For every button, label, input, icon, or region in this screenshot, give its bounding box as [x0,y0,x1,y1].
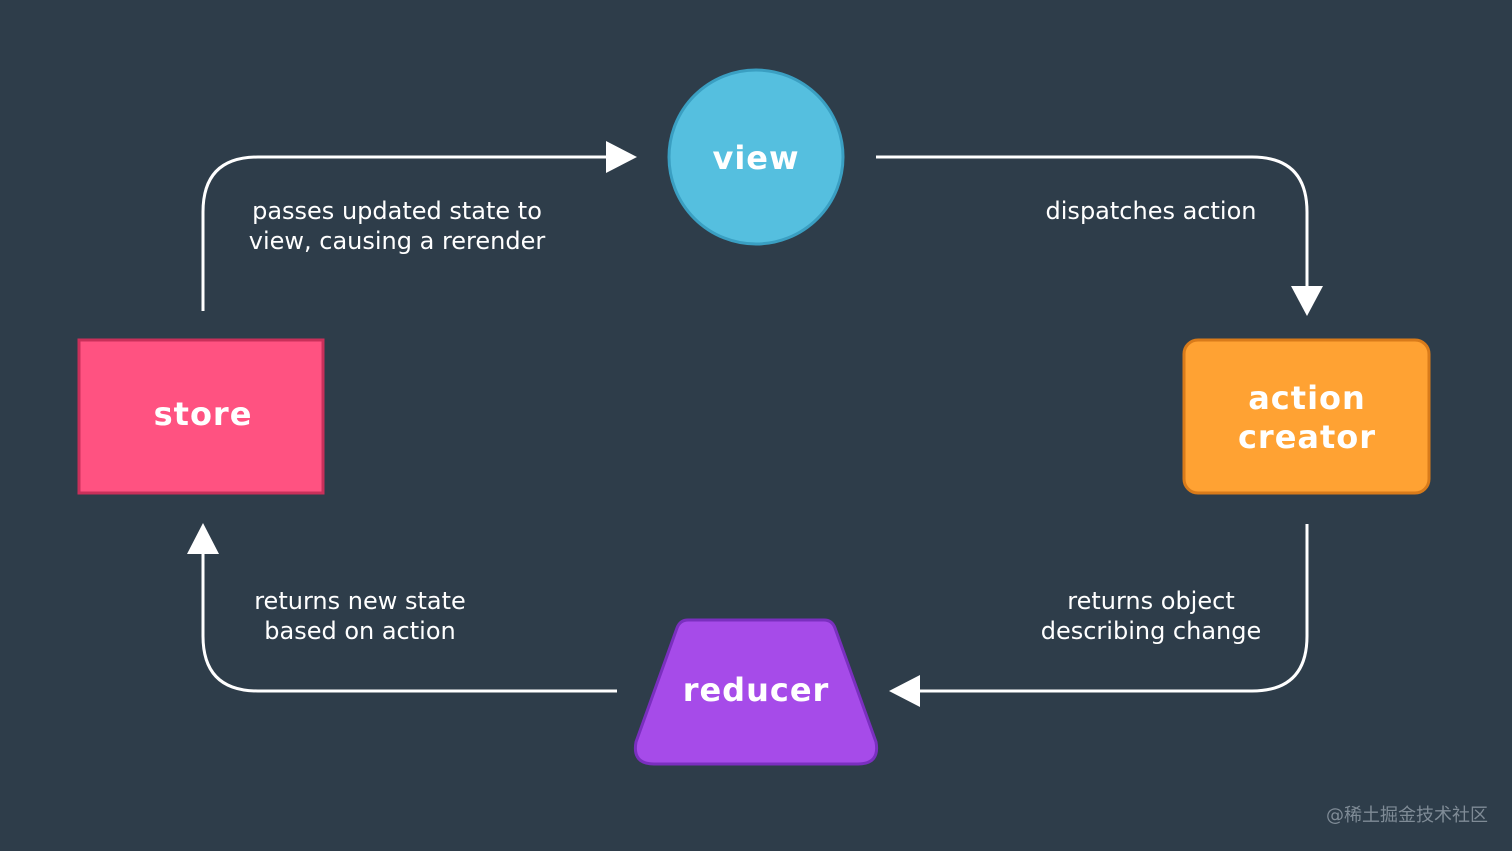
edge-label-line1: dispatches action [1046,197,1257,225]
edge-label-line1: returns object [1067,587,1234,615]
node-store: store [77,338,325,495]
arrow-line [876,155,1309,288]
arrowhead-right-icon [606,141,637,173]
edge-label-line1: passes updated state to [252,197,542,225]
arrowhead-down-icon [1291,286,1323,316]
edge-label-store-to-view: passes updated state to view, causing a … [249,197,546,255]
node-reducer: reducer [633,618,879,766]
reducer-trapezoid [633,618,879,766]
edge-label-view-to-action-creator: dispatches action [1046,197,1257,225]
arrowhead-up-icon [187,523,219,554]
node-action-creator: action creator [1182,338,1431,495]
edge-view-to-action-creator [876,155,1323,316]
store-box [77,338,325,495]
edge-store-to-view [201,141,637,311]
edge-reducer-to-store [187,523,617,693]
edge-label-reducer-to-store: returns new state based on action [254,587,466,645]
edge-label-line1: returns new state [254,587,466,615]
action-creator-box [1182,338,1431,495]
arrowhead-left-icon [889,675,920,707]
arrow-line [201,155,608,311]
watermark: @稀土掘金技术社区 [1326,805,1488,826]
arrow-line [918,524,1309,693]
reducer-label: reducer [683,671,830,709]
view-circle [667,68,845,246]
edge-label-action-creator-to-reducer: returns object describing change [1041,587,1262,645]
edge-label-line2: view, causing a rerender [249,227,546,255]
edge-label-line2: describing change [1041,617,1262,645]
node-view: view [667,68,845,246]
arrow-line [201,552,617,693]
edge-label-line2: based on action [264,617,455,645]
action-creator-label-line1: action [1248,379,1366,417]
view-label: view [712,139,799,177]
action-creator-label-line2: creator [1238,418,1376,456]
edge-action-creator-to-reducer [889,524,1309,707]
store-label: store [154,395,253,433]
